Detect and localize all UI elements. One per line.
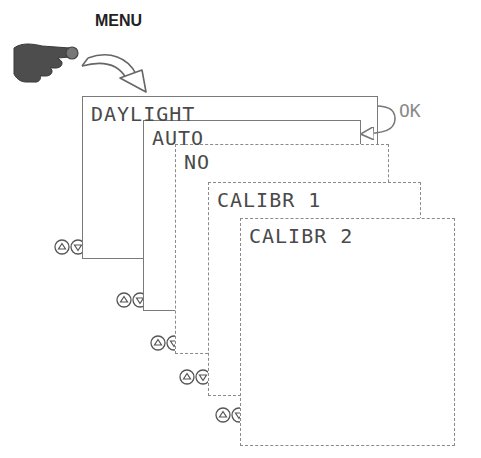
ok-label: OK: [399, 102, 421, 120]
screen-text: DAYLIGHT: [91, 104, 195, 124]
up-down-buttons: [180, 370, 210, 384]
screen-text: AUTO: [152, 128, 204, 148]
display-screen: CALIBR 2: [240, 218, 455, 446]
screen-text: CALIBR 2: [249, 226, 353, 246]
ok-arrow: [362, 106, 395, 134]
up-down-buttons: [55, 240, 85, 254]
menu-arrow: [82, 55, 146, 92]
hand-icon: [14, 44, 78, 82]
screen-text: NO: [184, 152, 210, 172]
button-label: MENU: [95, 13, 142, 29]
screen-text: CALIBR 1: [217, 190, 321, 210]
